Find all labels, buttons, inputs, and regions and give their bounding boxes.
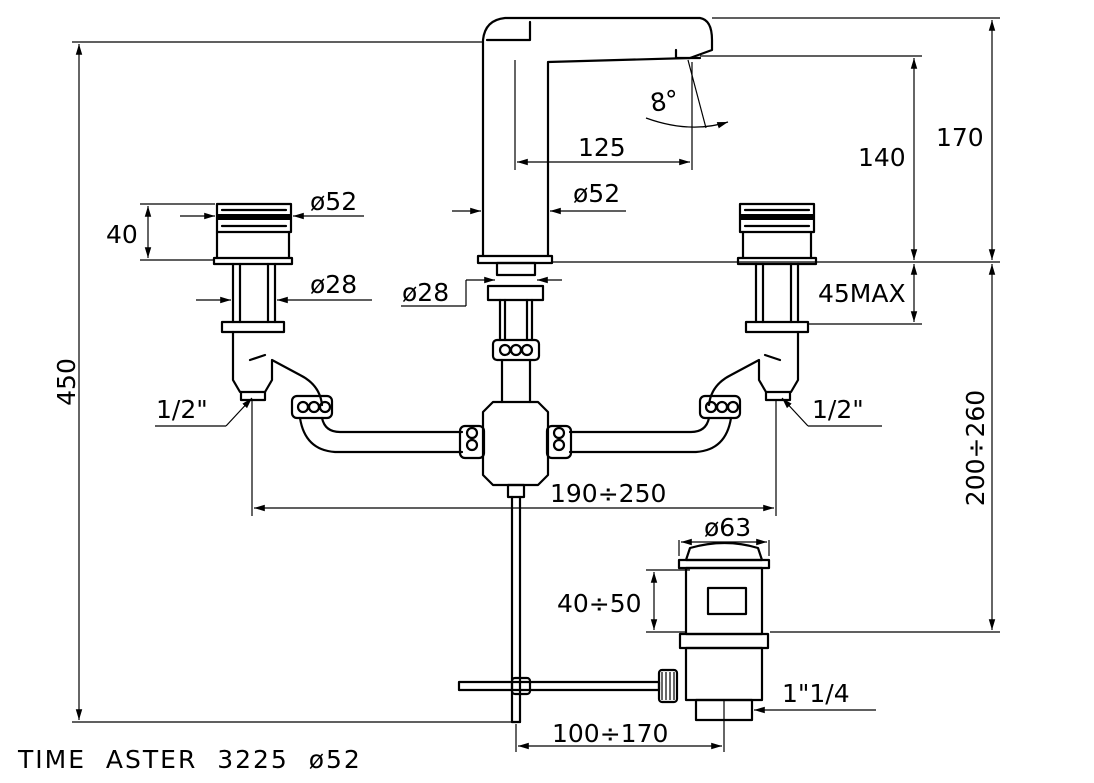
dim-spout-height: 170 xyxy=(936,123,984,152)
dim-spout-base-diameter: ø52 xyxy=(573,179,620,208)
dim-spout-reach: 125 xyxy=(578,133,626,162)
right-handle-valve xyxy=(545,202,818,460)
dim-outlet-height: 140 xyxy=(858,143,906,172)
dim-max-deck-thickness: 45MAX xyxy=(818,279,906,308)
drawing-caption: TIME ASTER 3225 ø52 xyxy=(17,745,362,774)
dim-valve-spacing: 190÷250 xyxy=(550,479,666,508)
dim-right-connection: 1/2" xyxy=(812,395,864,424)
dim-spout-shank-diameter: ø28 xyxy=(402,278,449,307)
dim-total-height: 450 xyxy=(52,358,81,406)
dim-left-connection: 1/2" xyxy=(156,395,208,424)
dim-spout-angle: 8° xyxy=(648,84,681,117)
dim-drain-diameter: ø63 xyxy=(704,513,751,542)
left-handle-valve xyxy=(212,202,486,460)
dim-depth-range: 200÷260 xyxy=(961,390,990,506)
dim-handle-shank-diameter: ø28 xyxy=(310,270,357,299)
dim-handle-diameter: ø52 xyxy=(310,187,357,216)
dim-rod-offset: 100÷170 xyxy=(552,719,668,748)
dim-drain-height: 40÷50 xyxy=(557,589,642,618)
dimension-lines xyxy=(72,17,1000,752)
dim-drain-thread: 1"1/4 xyxy=(782,679,850,708)
dim-handle-height: 40 xyxy=(106,220,138,249)
